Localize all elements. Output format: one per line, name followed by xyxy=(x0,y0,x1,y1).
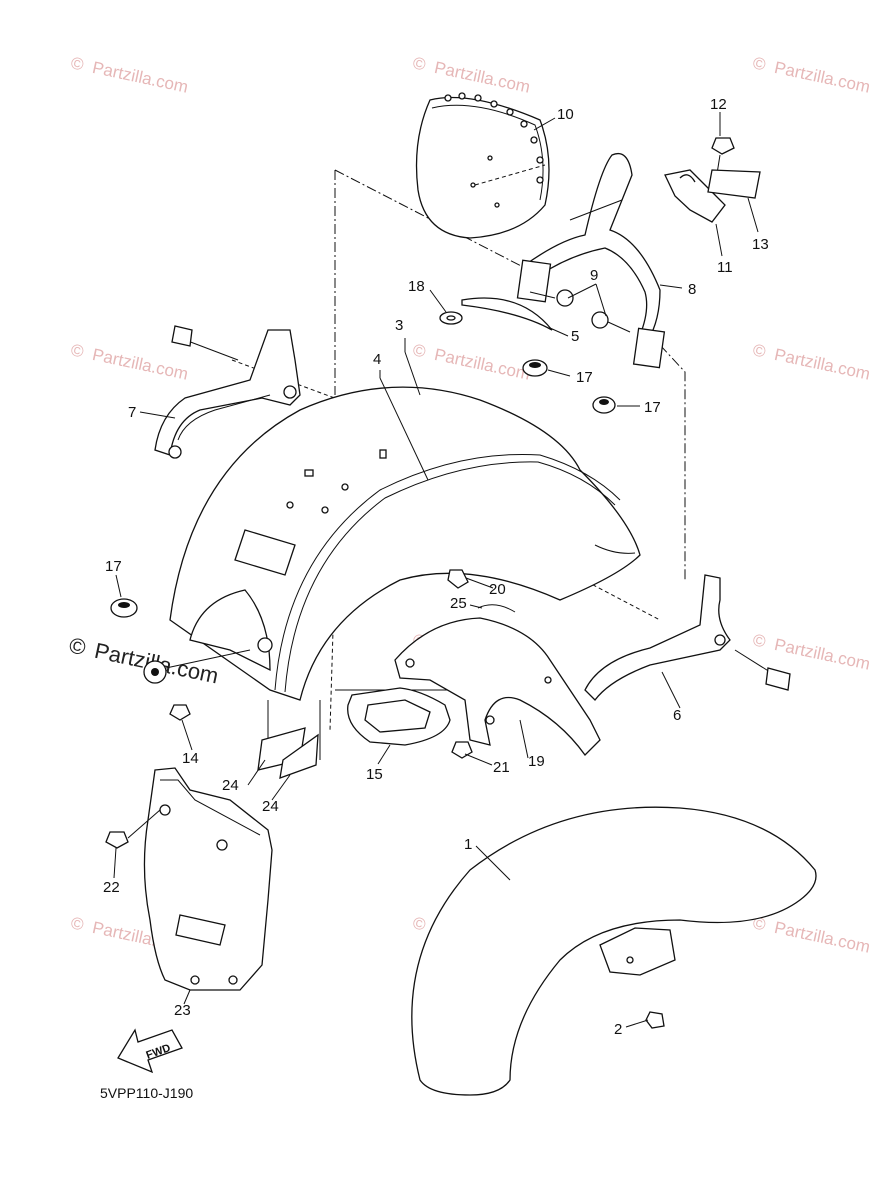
callout-14: 14 xyxy=(182,750,199,767)
part-backrest-bar[interactable] xyxy=(516,152,666,369)
callout-12: 12 xyxy=(710,96,727,113)
svg-text:Partzilla.com: Partzilla.com xyxy=(773,345,869,384)
diagram-code: 5VPP110-J190 xyxy=(100,1085,193,1101)
part-nut-23[interactable] xyxy=(447,569,469,589)
callout-24: 24 xyxy=(262,798,279,815)
watermark: © Partzilla.com xyxy=(69,53,190,96)
callout-13: 13 xyxy=(752,236,769,253)
part-backrest-pad[interactable] xyxy=(415,92,550,239)
callout-1: 1 xyxy=(464,836,472,853)
svg-text:Partzilla.com: Partzilla.com xyxy=(433,58,532,97)
callout-17: 17 xyxy=(105,558,122,575)
callout-10: 10 xyxy=(557,106,574,123)
callout-7: 7 xyxy=(128,404,136,421)
callout-11: 11 xyxy=(717,259,733,276)
callout-3: 3 xyxy=(395,317,403,334)
callout-15: 15 xyxy=(366,766,383,783)
part-bolt-9[interactable] xyxy=(529,289,631,333)
svg-text:Partzilla.com: Partzilla.com xyxy=(433,345,532,384)
watermark: © Partzilla.com xyxy=(751,913,869,956)
watermark: © Partzilla.com xyxy=(69,340,190,383)
callout-18: 18 xyxy=(408,278,425,295)
part-grommet-17c[interactable] xyxy=(110,598,138,618)
part-bracket-19[interactable] xyxy=(394,617,601,757)
watermark: © Partzilla.com xyxy=(751,630,869,673)
part-strip-25[interactable] xyxy=(477,604,516,613)
part-backrest-bracket[interactable] xyxy=(664,169,726,223)
leader-lines xyxy=(113,112,759,1028)
part-rear-fender[interactable] xyxy=(169,386,641,701)
svg-text:©: © xyxy=(69,913,86,934)
svg-text:©: © xyxy=(411,340,428,361)
callout-4: 4 xyxy=(373,351,381,368)
part-washer-18[interactable] xyxy=(439,311,463,325)
part-cover-21[interactable] xyxy=(143,767,273,991)
watermark: © Partzilla.com xyxy=(411,340,532,383)
svg-text:Partzilla.com: Partzilla.com xyxy=(773,635,869,674)
svg-text:Partzilla.com: Partzilla.com xyxy=(91,345,190,384)
svg-text:©: © xyxy=(69,53,86,74)
callout-25: 25 xyxy=(450,595,467,612)
callout-17: 17 xyxy=(576,369,593,386)
callout-6: 6 xyxy=(673,707,681,724)
callout-17: 17 xyxy=(644,399,661,416)
part-pad-13[interactable] xyxy=(707,169,761,199)
part-grommet-17b[interactable] xyxy=(592,396,616,414)
part-strip-5[interactable] xyxy=(461,297,553,331)
callout-19: 19 xyxy=(528,753,545,770)
svg-text:©: © xyxy=(751,53,768,74)
callout-22: 22 xyxy=(103,879,120,896)
part-bolt-22[interactable] xyxy=(105,809,161,849)
part-bolt-14[interactable] xyxy=(143,649,251,721)
svg-text:©: © xyxy=(411,53,428,74)
svg-text:Partzilla.com: Partzilla.com xyxy=(773,58,869,97)
part-reflector-15[interactable] xyxy=(347,687,451,746)
callout-24: 24 xyxy=(222,777,239,794)
svg-text:©: © xyxy=(751,630,768,651)
callout-8: 8 xyxy=(688,281,696,298)
watermark: © Partzilla.com xyxy=(751,53,869,96)
callouts: 10 12 13 11 9 8 18 3 5 4 17 17 7 17 20 2… xyxy=(103,96,769,1038)
svg-text:Partzilla.com: Partzilla.com xyxy=(773,918,869,957)
svg-text:©: © xyxy=(69,340,86,361)
part-pad-24b[interactable] xyxy=(279,733,319,779)
svg-text:©: © xyxy=(411,913,428,934)
part-support-6[interactable] xyxy=(584,574,791,701)
callout-21: 23 xyxy=(174,1002,191,1019)
callout-20: 21 xyxy=(493,759,510,776)
callout-9: 9 xyxy=(590,267,598,284)
fwd-arrow-icon: FWD xyxy=(117,1028,183,1074)
part-bolt-12[interactable] xyxy=(711,137,735,181)
svg-text:©: © xyxy=(67,632,88,660)
callout-23: 20 xyxy=(489,581,506,598)
callout-2: 2 xyxy=(614,1021,622,1038)
part-front-fender[interactable] xyxy=(411,806,817,1096)
svg-text:Partzilla.com: Partzilla.com xyxy=(91,58,190,97)
svg-text:©: © xyxy=(751,340,768,361)
watermark: © Partzilla.com xyxy=(411,53,532,96)
part-grommet-17a[interactable] xyxy=(522,359,548,377)
part-support-7[interactable] xyxy=(154,325,301,459)
part-bolt-2[interactable] xyxy=(645,1011,665,1029)
callout-5: 5 xyxy=(571,328,579,345)
watermark: © Partzilla.com xyxy=(751,340,869,383)
